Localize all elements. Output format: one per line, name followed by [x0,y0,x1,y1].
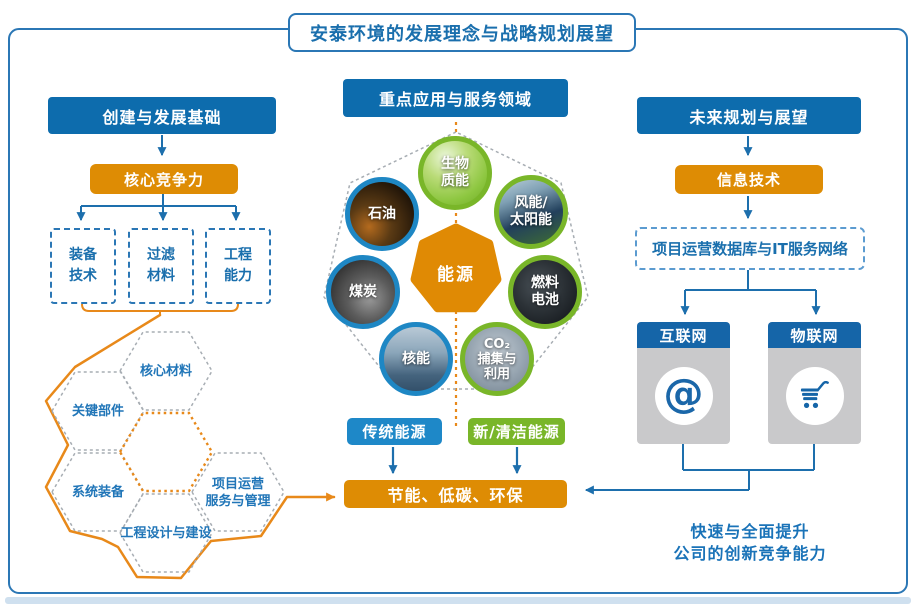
energy-core-shape [410,223,502,313]
center-column-header: 重点应用与服务领域 [343,79,568,117]
at-sign-icon: @ [663,370,704,417]
clean-energy-box: 新/清洁能源 [468,418,565,445]
traditional-energy-box: 传统能源 [347,418,442,445]
orange-flow-path [44,313,336,580]
energy-circle-coal: 煤炭 [326,255,400,329]
energy-circle-nuclear: 核能 [379,322,453,396]
energy-core-label: 能源 [437,265,475,285]
shopping-cart-icon [800,381,829,408]
left-flow-connectors [76,135,241,222]
iot-icon-circle [785,367,844,425]
hexagon-label-key-components: 关键部件 [71,404,124,419]
left-column-header: 创建与发展基础 [48,97,276,134]
footer-note: 快速与全面提升 公司的创新竞争能力 [673,522,827,563]
iot-card-header: 物联网 [768,322,861,348]
energy-circle-biomass: 生物 质能 [418,136,492,210]
information-technology-box: 信息技术 [675,165,823,194]
right-flow-connectors [584,136,821,495]
core-competency-box: 核心竞争力 [90,164,238,194]
database-network-box: 项目运营数据库与IT服务网络 [635,227,865,270]
bottom-shadow-strip [5,597,911,604]
internet-card: 互联网 @ [637,322,730,444]
hexagon-label-project-operation: 项目运营 服务与管理 [205,477,271,509]
hexagon-label-core-materials: 核心材料 [139,364,192,379]
capability-box-engineering: 工程 能力 [205,228,271,304]
hexagon-label-system-equipment: 系统装备 [71,485,124,500]
right-column-header: 未来规划与展望 [637,97,861,134]
iot-card-body [768,348,861,444]
internet-card-header: 互联网 [637,322,730,348]
iot-card: 物联网 [768,322,861,444]
capability-box-equipment: 装备 技术 [50,228,116,304]
internet-icon-circle: @ [654,367,713,425]
capability-box-filter: 过滤 材料 [128,228,194,304]
energy-circle-co2-capture: CO₂ 捕集与 利用 [460,322,534,396]
energy-circle-fuel-cell: 燃料 电池 [508,255,582,329]
hexagon-label-engineering-design: 工程设计与建设 [120,526,212,541]
outcome-box: 节能、低碳、环保 [344,480,567,508]
energy-outcome-arrows [388,447,522,475]
energy-circle-wind-solar: 风能/ 太阳能 [494,175,568,249]
energy-circle-oil: 石油 [345,177,419,251]
page-title: 安泰环境的发展理念与战略规划展望 [288,13,636,52]
internet-card-body: @ [637,348,730,444]
